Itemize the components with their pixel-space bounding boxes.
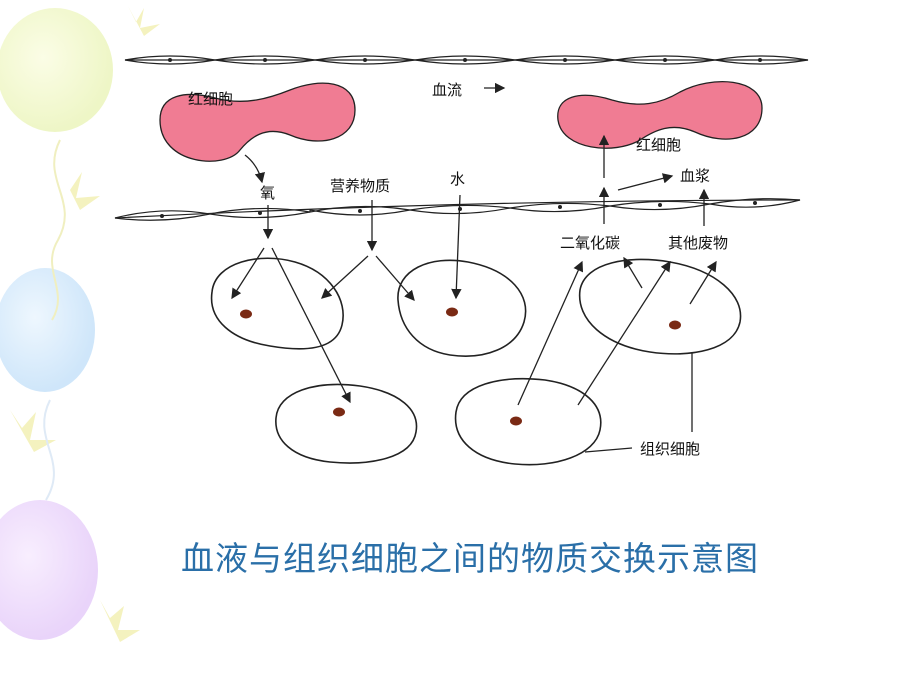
label-rbc-right: 红细胞 bbox=[636, 136, 681, 154]
red-blood-cell-left bbox=[159, 82, 356, 162]
label-rbc-left: 红细胞 bbox=[188, 90, 233, 108]
label-other-waste: 其他废物 bbox=[668, 234, 728, 252]
endothelial-nuclei-top bbox=[168, 58, 762, 62]
red-blood-cell-right bbox=[557, 81, 763, 149]
tissue-cell-leader-lines bbox=[584, 352, 693, 453]
arrow-nutrients-cell1 bbox=[321, 255, 369, 299]
balloon-string-icon bbox=[43, 399, 55, 501]
arrow-waste-from-cell3 bbox=[689, 260, 717, 305]
star-decoration-icon bbox=[10, 6, 160, 642]
balloon-blue-icon bbox=[0, 268, 95, 392]
arrow-nutrients-cell2 bbox=[375, 255, 415, 301]
arrow-water bbox=[451, 194, 462, 300]
label-oxygen: 氧 bbox=[260, 184, 275, 202]
arrow-co2-from-cell5 bbox=[517, 260, 584, 406]
exchange-arrows bbox=[231, 82, 717, 406]
arrow-co2-from-cell3 bbox=[623, 256, 643, 289]
arrow-oxygen-cell1 bbox=[231, 247, 265, 300]
label-water: 水 bbox=[450, 170, 465, 188]
label-co2: 二氧化碳 bbox=[560, 234, 620, 252]
diagram-caption: 血液与组织细胞之间的物质交换示意图 bbox=[181, 539, 759, 578]
balloon-yellow-icon bbox=[0, 8, 113, 132]
arrow-oxygen-cell4 bbox=[271, 247, 351, 404]
label-nutrients: 营养物质 bbox=[330, 177, 390, 195]
label-blood-flow: 血流 bbox=[432, 81, 462, 99]
cell-nucleus bbox=[240, 307, 681, 426]
balloon-string-icon bbox=[51, 139, 66, 321]
tissue-cell bbox=[210, 257, 742, 466]
arrow-waste-from-cell5 bbox=[577, 260, 671, 406]
arrow-to-plasma bbox=[617, 173, 674, 191]
balloon-purple-icon bbox=[0, 500, 98, 640]
arrow-rbc-to-oxygen bbox=[244, 154, 265, 184]
capillary-wall-bottom bbox=[114, 198, 801, 221]
label-tissue-cell: 组织细胞 bbox=[640, 440, 700, 458]
label-plasma: 血浆 bbox=[680, 167, 710, 185]
